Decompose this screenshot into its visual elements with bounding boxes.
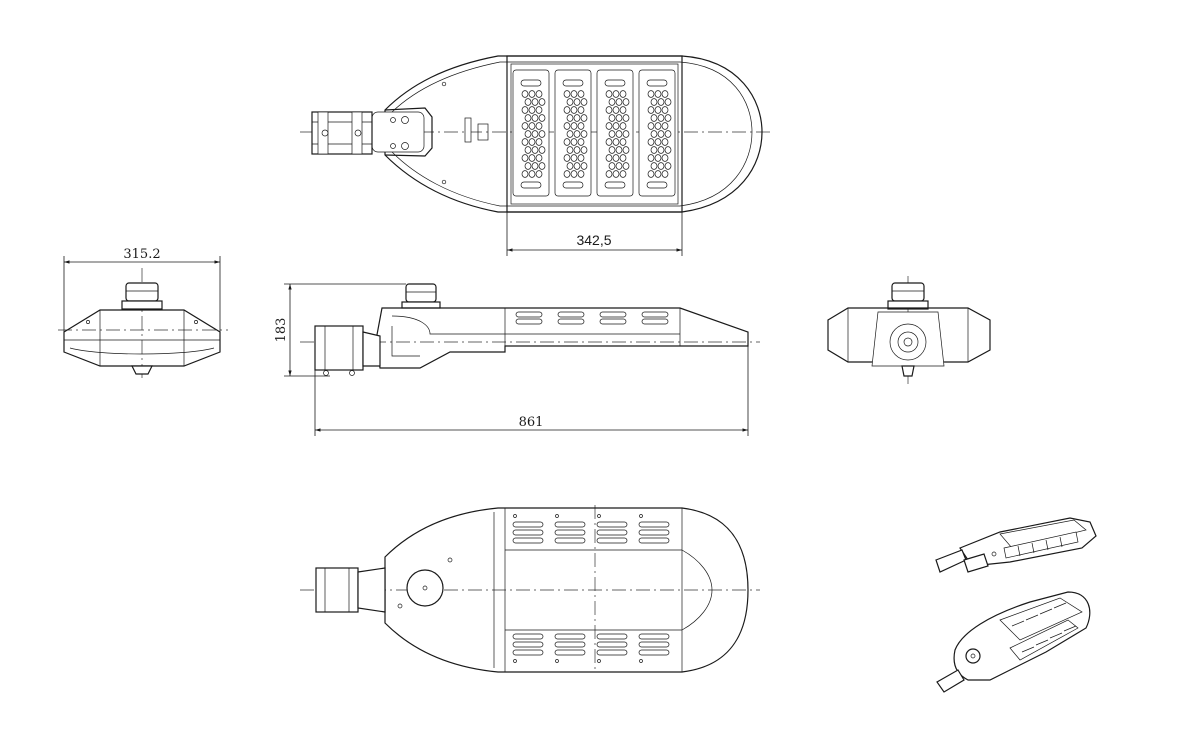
top-view-led-side: 342,5	[300, 55, 770, 256]
bottom-view-housing	[300, 505, 760, 673]
rear-view	[827, 276, 991, 384]
isometric-view-led	[935, 517, 1097, 573]
side-vents	[515, 311, 669, 325]
bottom-vents	[512, 514, 670, 663]
isometric-view-housing	[936, 591, 1091, 693]
side-view: 183 861	[274, 283, 760, 436]
dim-led-module-width: 342,5	[576, 232, 611, 248]
isometric-vents	[1011, 602, 1077, 653]
dim-front-width: 315.2	[123, 247, 160, 262]
front-view: 315.2	[58, 247, 228, 380]
dim-height: 183	[274, 318, 289, 343]
led-modules	[512, 69, 676, 197]
dim-total-length: 861	[519, 415, 544, 430]
